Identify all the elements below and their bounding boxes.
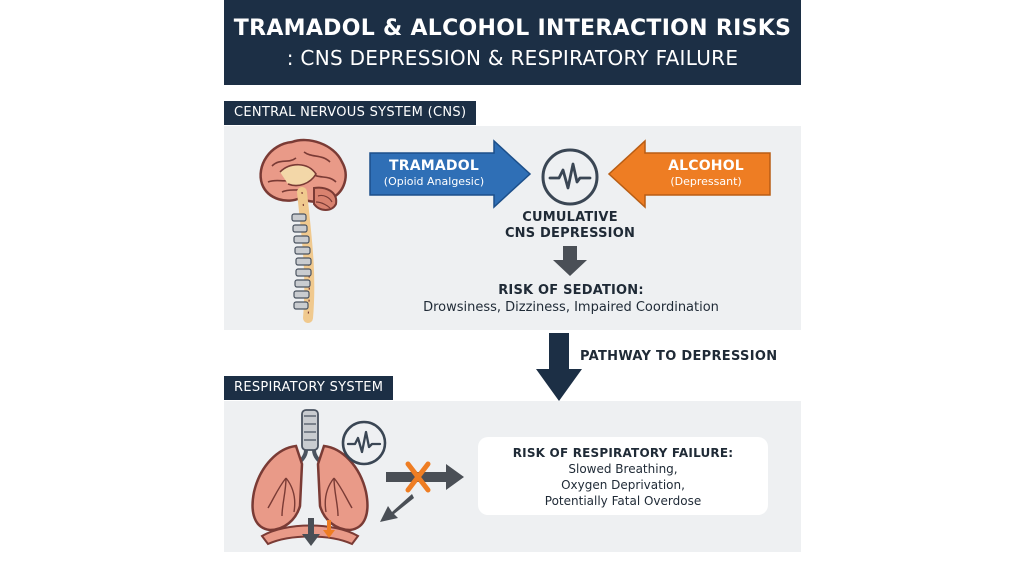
alcohol-name: ALCOHOL <box>668 158 744 174</box>
tramadol-label: TRAMADOL (Opioid Analgesic) <box>374 158 494 190</box>
cumulative-line-2: CNS DEPRESSION <box>504 226 636 241</box>
cumulative-depression-text: CUMULATIVE CNS DEPRESSION <box>470 210 670 242</box>
title-line-2: : CNS DEPRESSION & RESPIRATORY FAILURE <box>286 45 739 70</box>
cumulative-line-1: CUMULATIVE <box>522 210 618 225</box>
blocked-airflow-icon <box>380 461 464 522</box>
pathway-label: PATHWAY TO DEPRESSION <box>580 349 778 364</box>
sedation-risk-title: RISK OF SEDATION: <box>498 283 644 298</box>
respiratory-heartbeat-icon <box>341 420 387 466</box>
respiratory-risk-title: RISK OF RESPIRATORY FAILURE: <box>512 446 734 460</box>
heartbeat-monitor-icon <box>541 148 599 206</box>
cns-section-label: CENTRAL NERVOUS SYSTEM (CNS) <box>224 101 477 125</box>
tramadol-desc: (Opioid Analgesic) <box>383 175 485 188</box>
alcohol-desc: (Depressant) <box>670 175 742 188</box>
brain-spine-icon <box>259 138 347 323</box>
pathway-arrow <box>536 333 582 401</box>
respiratory-risk-line-2: Oxygen Deprivation, <box>561 478 685 492</box>
respiratory-failure-box: RISK OF RESPIRATORY FAILURE: Slowed Brea… <box>478 437 768 515</box>
respiratory-risk-line-1: Slowed Breathing, <box>568 462 678 476</box>
sedation-risk-desc: Drowsiness, Dizziness, Impaired Coordina… <box>423 300 719 315</box>
respiratory-section-label: RESPIRATORY SYSTEM <box>224 376 394 400</box>
tramadol-arrow <box>369 139 532 209</box>
tramadol-name: TRAMADOL <box>389 158 479 174</box>
alcohol-arrow <box>607 139 771 209</box>
reduced-flow-arrows <box>302 518 335 546</box>
alcohol-label: ALCOHOL (Depressant) <box>646 158 766 190</box>
down-arrow-small <box>553 246 587 276</box>
title-banner: TRAMADOL & ALCOHOL INTERACTION RISKS : C… <box>224 0 801 85</box>
respiratory-risk-line-3: Potentially Fatal Overdose <box>544 494 702 508</box>
sedation-risk: RISK OF SEDATION: Drowsiness, Dizziness,… <box>380 283 762 315</box>
title-line-1: TRAMADOL & ALCOHOL INTERACTION RISKS <box>233 15 792 41</box>
